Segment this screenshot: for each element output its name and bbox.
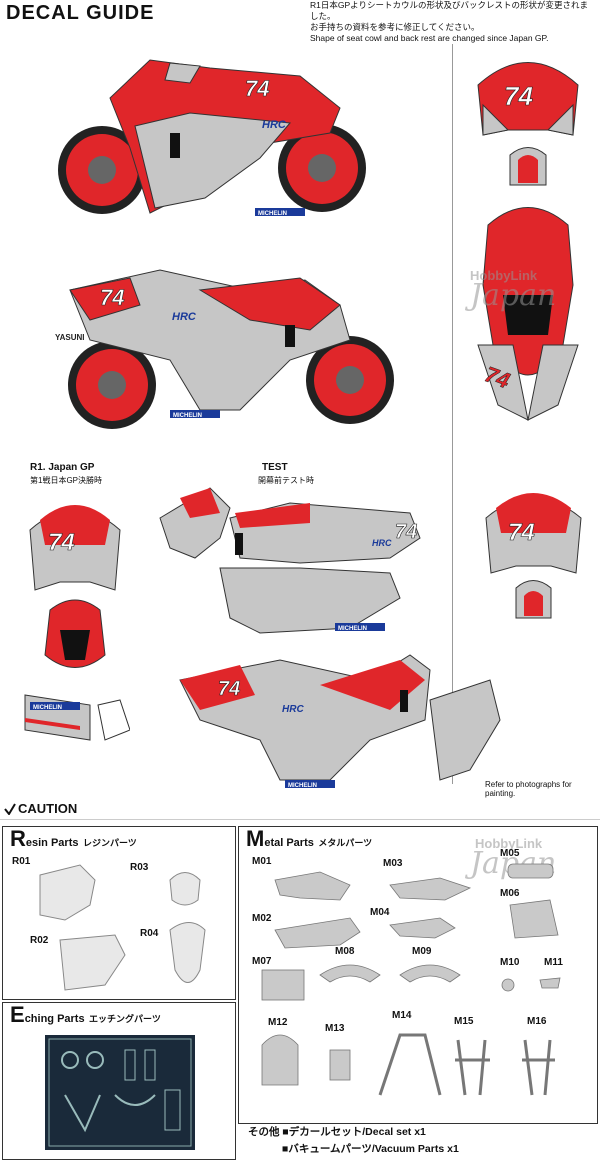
resin-parts-heading: Resin Parts レジンパーツ bbox=[10, 826, 137, 852]
yasuni-logo: YASUNI bbox=[55, 333, 85, 342]
part-label: M04 bbox=[370, 907, 390, 918]
etching-cap-letter: E bbox=[10, 1002, 25, 1027]
metal-jp: メタルパーツ bbox=[318, 838, 373, 848]
test-label: TEST bbox=[262, 462, 288, 473]
watermark-brand: HobbyLink bbox=[470, 268, 538, 283]
etching-fret bbox=[45, 1035, 195, 1150]
divider-vertical bbox=[452, 44, 453, 784]
bike-side-view-1: 74 HRC MICHELIN bbox=[58, 59, 366, 217]
resin-cap-letter: R bbox=[10, 826, 26, 851]
michelin-logo: MICHELIN bbox=[173, 413, 202, 419]
etching-parts-heading: Eching Parts エッチングパーツ bbox=[10, 1002, 161, 1028]
part-label: M14 bbox=[392, 1010, 412, 1021]
note-en: Shape of seat cowl and back rest are cha… bbox=[310, 33, 549, 43]
part-label: M12 bbox=[268, 1017, 288, 1028]
hrc-logo: HRC bbox=[282, 704, 304, 715]
race-number: 74 bbox=[395, 521, 417, 543]
etching-title: ching Parts bbox=[24, 1013, 85, 1025]
watermark-brand: HobbyLink bbox=[475, 836, 543, 851]
part-label: M10 bbox=[500, 957, 520, 968]
part-label: R02 bbox=[30, 935, 49, 946]
race-number: 74 bbox=[100, 285, 124, 310]
part-label: M01 bbox=[252, 856, 272, 867]
hrc-logo: HRC bbox=[172, 311, 197, 323]
others-line-2: ■バキュームパーツ/Vacuum Parts x1 bbox=[282, 1143, 459, 1155]
part-label: M15 bbox=[454, 1016, 474, 1027]
part-label: R03 bbox=[130, 862, 149, 873]
michelin-logo: MICHELIN bbox=[288, 783, 317, 789]
front-cowl-view: 74 bbox=[477, 62, 579, 186]
part-label: M09 bbox=[412, 946, 432, 957]
test-side-view-right: 74 HRC MICHELIN bbox=[179, 654, 501, 789]
etching-jp: エッチングパーツ bbox=[89, 1014, 161, 1024]
part-label: M07 bbox=[252, 956, 272, 967]
michelin-logo: MICHELIN bbox=[338, 626, 367, 632]
race-number: 74 bbox=[48, 529, 75, 556]
metal-title: etal Parts bbox=[264, 837, 314, 849]
test-side-view-left: 74 HRC MICHELIN bbox=[159, 487, 421, 634]
r1-jp: 第1戦日本GP決勝時 bbox=[30, 476, 103, 485]
ref-photo-note: Refer to photographs for painting. bbox=[485, 780, 572, 798]
part-label: M13 bbox=[325, 1023, 345, 1034]
part-label: R04 bbox=[140, 928, 159, 939]
part-label: M03 bbox=[383, 858, 403, 869]
caution-divider bbox=[0, 819, 600, 820]
header-note: R1日本GPよりシートカウルの形状及びバックレストの形状が変更されました。 お手… bbox=[310, 0, 595, 44]
part-label: R01 bbox=[12, 856, 31, 867]
test-jp: 開幕前テスト時 bbox=[258, 476, 314, 485]
metal-cap-letter: M bbox=[246, 826, 265, 851]
watermark-country: Japan bbox=[470, 278, 557, 313]
others-line-1: その他 ■デカールセット/Decal set x1 bbox=[248, 1126, 426, 1138]
resin-parts-drawing bbox=[39, 864, 206, 991]
resin-jp: レジンパーツ bbox=[82, 838, 137, 848]
part-label: M08 bbox=[335, 946, 355, 957]
part-label: M05 bbox=[500, 848, 520, 859]
michelin-logo: MICHELIN bbox=[258, 211, 287, 217]
test-front-view: 74 bbox=[485, 493, 582, 619]
metal-parts-heading: Metal Parts メタルパーツ bbox=[246, 826, 372, 852]
caution-label: CAUTION bbox=[18, 801, 78, 816]
hrc-logo: HRC bbox=[262, 119, 287, 131]
metal-parts-drawing bbox=[261, 863, 561, 1096]
note-jp1: R1日本GPよりシートカウルの形状及びバックレストの形状が変更されました。 bbox=[310, 0, 588, 21]
r1-label: R1. Japan GP bbox=[30, 462, 95, 473]
r1-japan-gp-views: 74 MICHELIN bbox=[24, 505, 130, 741]
part-label: M06 bbox=[500, 888, 520, 899]
race-number: 74 bbox=[245, 76, 269, 101]
page-title: DECAL GUIDE bbox=[6, 2, 155, 24]
race-number: 74 bbox=[218, 678, 240, 700]
michelin-logo: MICHELIN bbox=[33, 705, 62, 711]
resin-title: esin Parts bbox=[25, 837, 79, 849]
part-label: M16 bbox=[527, 1016, 547, 1027]
caution-check-icon bbox=[4, 803, 16, 815]
race-number: 74 bbox=[508, 519, 535, 546]
note-jp2: お手持ちの資料を参考に修正してください。 bbox=[310, 22, 480, 32]
hrc-logo: HRC bbox=[372, 538, 392, 548]
part-label: M02 bbox=[252, 913, 272, 924]
part-label: M11 bbox=[544, 957, 563, 968]
rear-seat-top-view: 74 bbox=[477, 207, 579, 421]
race-number: 74 bbox=[504, 81, 533, 111]
bike-side-view-2: 74 HRC YASUNI MICHELIN bbox=[55, 269, 394, 429]
